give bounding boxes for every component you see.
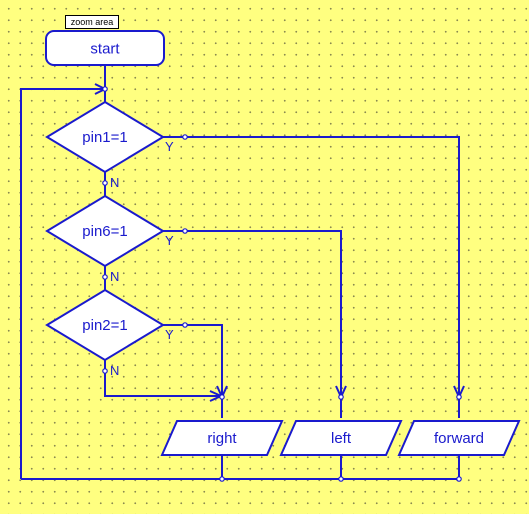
- decision-pin6-label: pin6=1: [82, 223, 127, 240]
- pin-right-in[interactable]: [219, 394, 225, 400]
- action-right-label: right: [207, 430, 237, 447]
- pin-forward-in[interactable]: [456, 394, 462, 400]
- decision-pin1-label: pin1=1: [82, 129, 127, 146]
- decision-pin6-diamond[interactable]: [45, 194, 165, 268]
- start-terminator[interactable]: [45, 30, 165, 66]
- decision-pin6[interactable]: pin6=1: [45, 194, 165, 268]
- edge-label-pin1-no: N: [110, 175, 119, 190]
- pin-right-out[interactable]: [219, 476, 225, 482]
- action-left[interactable]: left: [279, 420, 403, 456]
- connection-pins: [102, 86, 462, 482]
- pin-forward-out[interactable]: [456, 476, 462, 482]
- pin-pin6-yes[interactable]: [182, 228, 188, 234]
- decision-pin1[interactable]: pin1=1: [45, 100, 165, 174]
- edge-label-pin6-no: N: [110, 269, 119, 284]
- zoom-area-label: zoom area: [65, 15, 119, 29]
- edge-label-pin2-no: N: [110, 363, 119, 378]
- action-forward[interactable]: forward: [397, 420, 521, 456]
- connector-loop-back: [20, 88, 105, 479]
- pin-left-in[interactable]: [338, 394, 344, 400]
- action-right-parallelogram[interactable]: [160, 420, 284, 456]
- pin-pin2-no[interactable]: [102, 368, 108, 374]
- decision-pin2[interactable]: pin2=1: [45, 288, 165, 362]
- pin-pin1-yes[interactable]: [182, 134, 188, 140]
- pin-pin6-no[interactable]: [102, 274, 108, 280]
- pin-left-out[interactable]: [338, 476, 344, 482]
- action-right[interactable]: right: [160, 420, 284, 456]
- start-label: start: [90, 41, 120, 58]
- action-left-label: left: [331, 430, 352, 447]
- pin-loop-junction[interactable]: [102, 86, 108, 92]
- connector-pin2-no: [104, 360, 220, 397]
- edge-label-pin1-yes: Y: [165, 139, 174, 154]
- edge-label-pin2-yes: Y: [165, 327, 174, 342]
- pin-pin2-yes[interactable]: [182, 322, 188, 328]
- start-node[interactable]: start: [45, 30, 165, 66]
- connector-pin1-yes-forward: [163, 136, 460, 397]
- pin-pin1-no[interactable]: [102, 180, 108, 186]
- edge-label-pin6-yes: Y: [165, 233, 174, 248]
- action-left-parallelogram[interactable]: [279, 420, 403, 456]
- decision-pin2-diamond[interactable]: [45, 288, 165, 362]
- connector-pin6-yes-left: [163, 230, 342, 397]
- decision-pin1-diamond[interactable]: [45, 100, 165, 174]
- action-forward-label: forward: [434, 430, 484, 447]
- action-forward-parallelogram[interactable]: [397, 420, 521, 456]
- decision-pin2-label: pin2=1: [82, 317, 127, 334]
